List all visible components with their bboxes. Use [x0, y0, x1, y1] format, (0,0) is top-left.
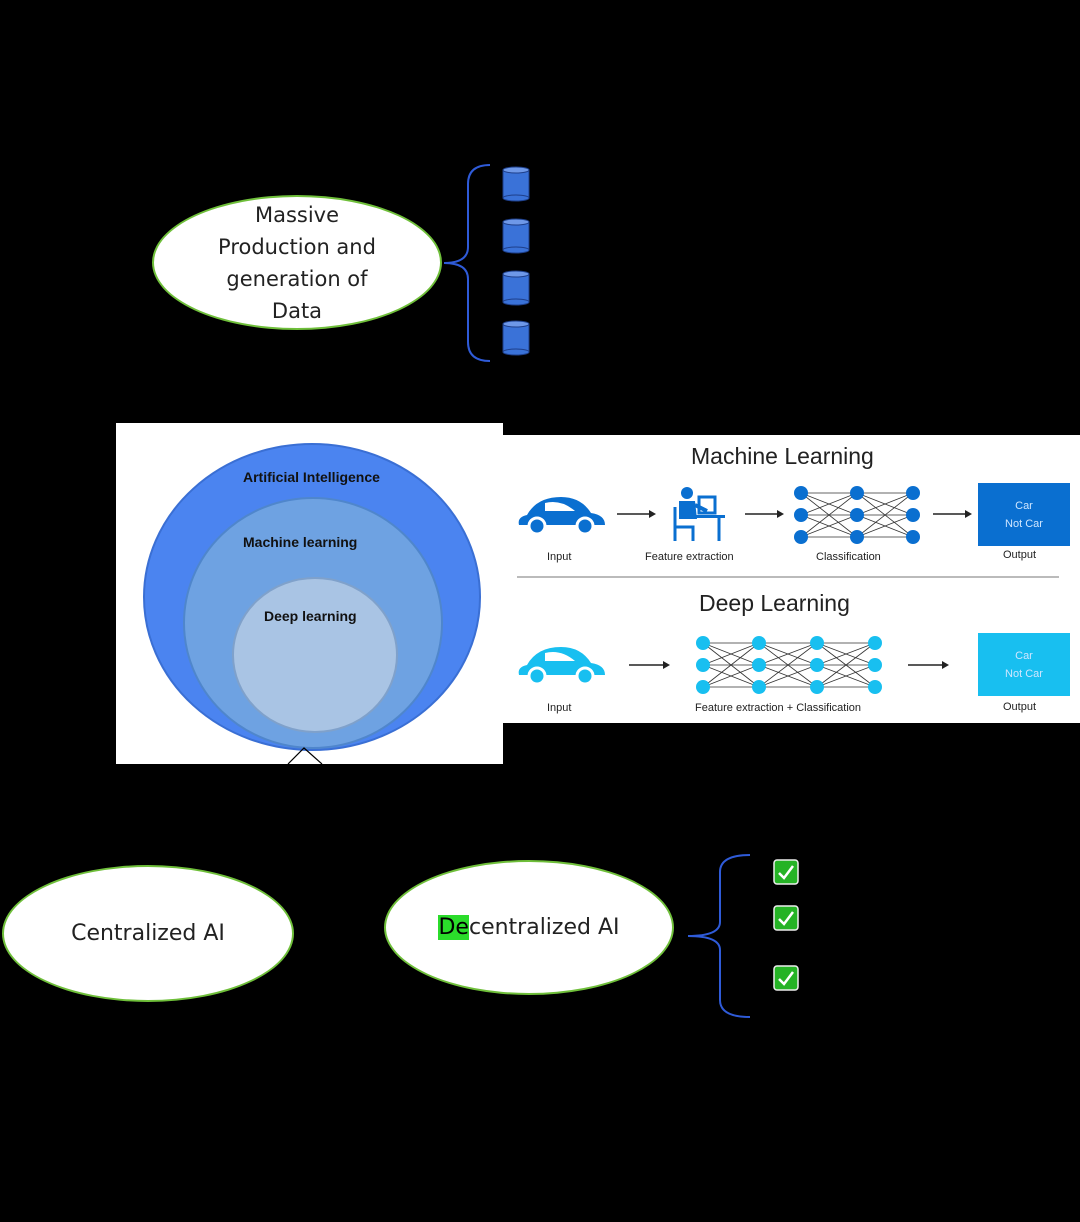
- arrow-icon: [745, 510, 784, 518]
- centralized-ai-label: Centralized AI: [71, 921, 225, 946]
- decentralized-rest: centralized AI: [468, 915, 620, 940]
- arrow-icon: [933, 510, 972, 518]
- arrow-icon: [617, 510, 656, 518]
- ml-output-notcar: Not Car: [1005, 517, 1043, 530]
- neural-network-icon: [794, 486, 920, 544]
- decentralized-highlight: De: [438, 915, 469, 940]
- green-check-icon: [773, 905, 799, 931]
- dl-input-caption: Input: [547, 702, 572, 714]
- ai-circles-graphic: [143, 443, 481, 764]
- decentralized-ai-label: Decentralized AI: [438, 915, 620, 940]
- green-check-icon: [773, 965, 799, 991]
- dl-label: Deep learning: [264, 608, 357, 624]
- ml-output-car: Car: [1015, 499, 1033, 512]
- data-line-4: Data: [271, 298, 323, 323]
- section-divider: [517, 576, 1059, 578]
- ml-title: Machine Learning: [691, 443, 874, 469]
- dl-title: Deep Learning: [699, 590, 850, 616]
- car-icon: [518, 497, 605, 536]
- arrow-icon: [908, 661, 949, 669]
- top-brace: [443, 164, 491, 362]
- arrow-icon: [629, 661, 670, 669]
- database-icon: [502, 270, 530, 306]
- ml-input-caption: Input: [547, 551, 572, 563]
- ai-label: Artificial Intelligence: [243, 469, 380, 485]
- dl-combined-caption: Feature extraction + Classification: [695, 702, 861, 714]
- bottom-brace: [687, 854, 751, 1018]
- decentralized-ai-ellipse: Decentralized AI: [384, 860, 674, 995]
- green-check-icon: [773, 859, 799, 885]
- dl-output-box: Car Not Car: [978, 633, 1070, 696]
- dl-output-caption: Output: [1003, 701, 1037, 713]
- deep-neural-network-icon: [696, 636, 882, 694]
- ml-output-box: Car Not Car: [978, 483, 1070, 546]
- database-icon: [502, 218, 530, 254]
- ml-label: Machine learning: [243, 534, 358, 550]
- data-line-2: Production and: [218, 234, 376, 259]
- data-line-1: Massive: [254, 202, 340, 227]
- dl-output-notcar: Not Car: [1005, 667, 1043, 680]
- ai-circles-panel: Artificial Intelligence Machine learning…: [116, 423, 503, 764]
- ml-classification-caption: Classification: [816, 551, 881, 563]
- car-icon: [518, 647, 605, 686]
- centralized-ai-ellipse: Centralized AI: [2, 865, 294, 1002]
- dl-inner-circle: [232, 577, 398, 733]
- dl-output-car: Car: [1015, 649, 1033, 662]
- ml-output-caption: Output: [1003, 549, 1037, 561]
- ml-feature-caption: Feature extraction: [645, 551, 734, 563]
- database-icon: [502, 166, 530, 202]
- data-line-3: generation of: [226, 266, 368, 291]
- ml-vs-dl-panel: Machine Learning Input Feature extractio…: [503, 435, 1080, 723]
- database-icon: [502, 320, 530, 356]
- person-at-desk-icon: [673, 487, 725, 541]
- data-production-ellipse: Massive Production and generation of Dat…: [152, 195, 442, 330]
